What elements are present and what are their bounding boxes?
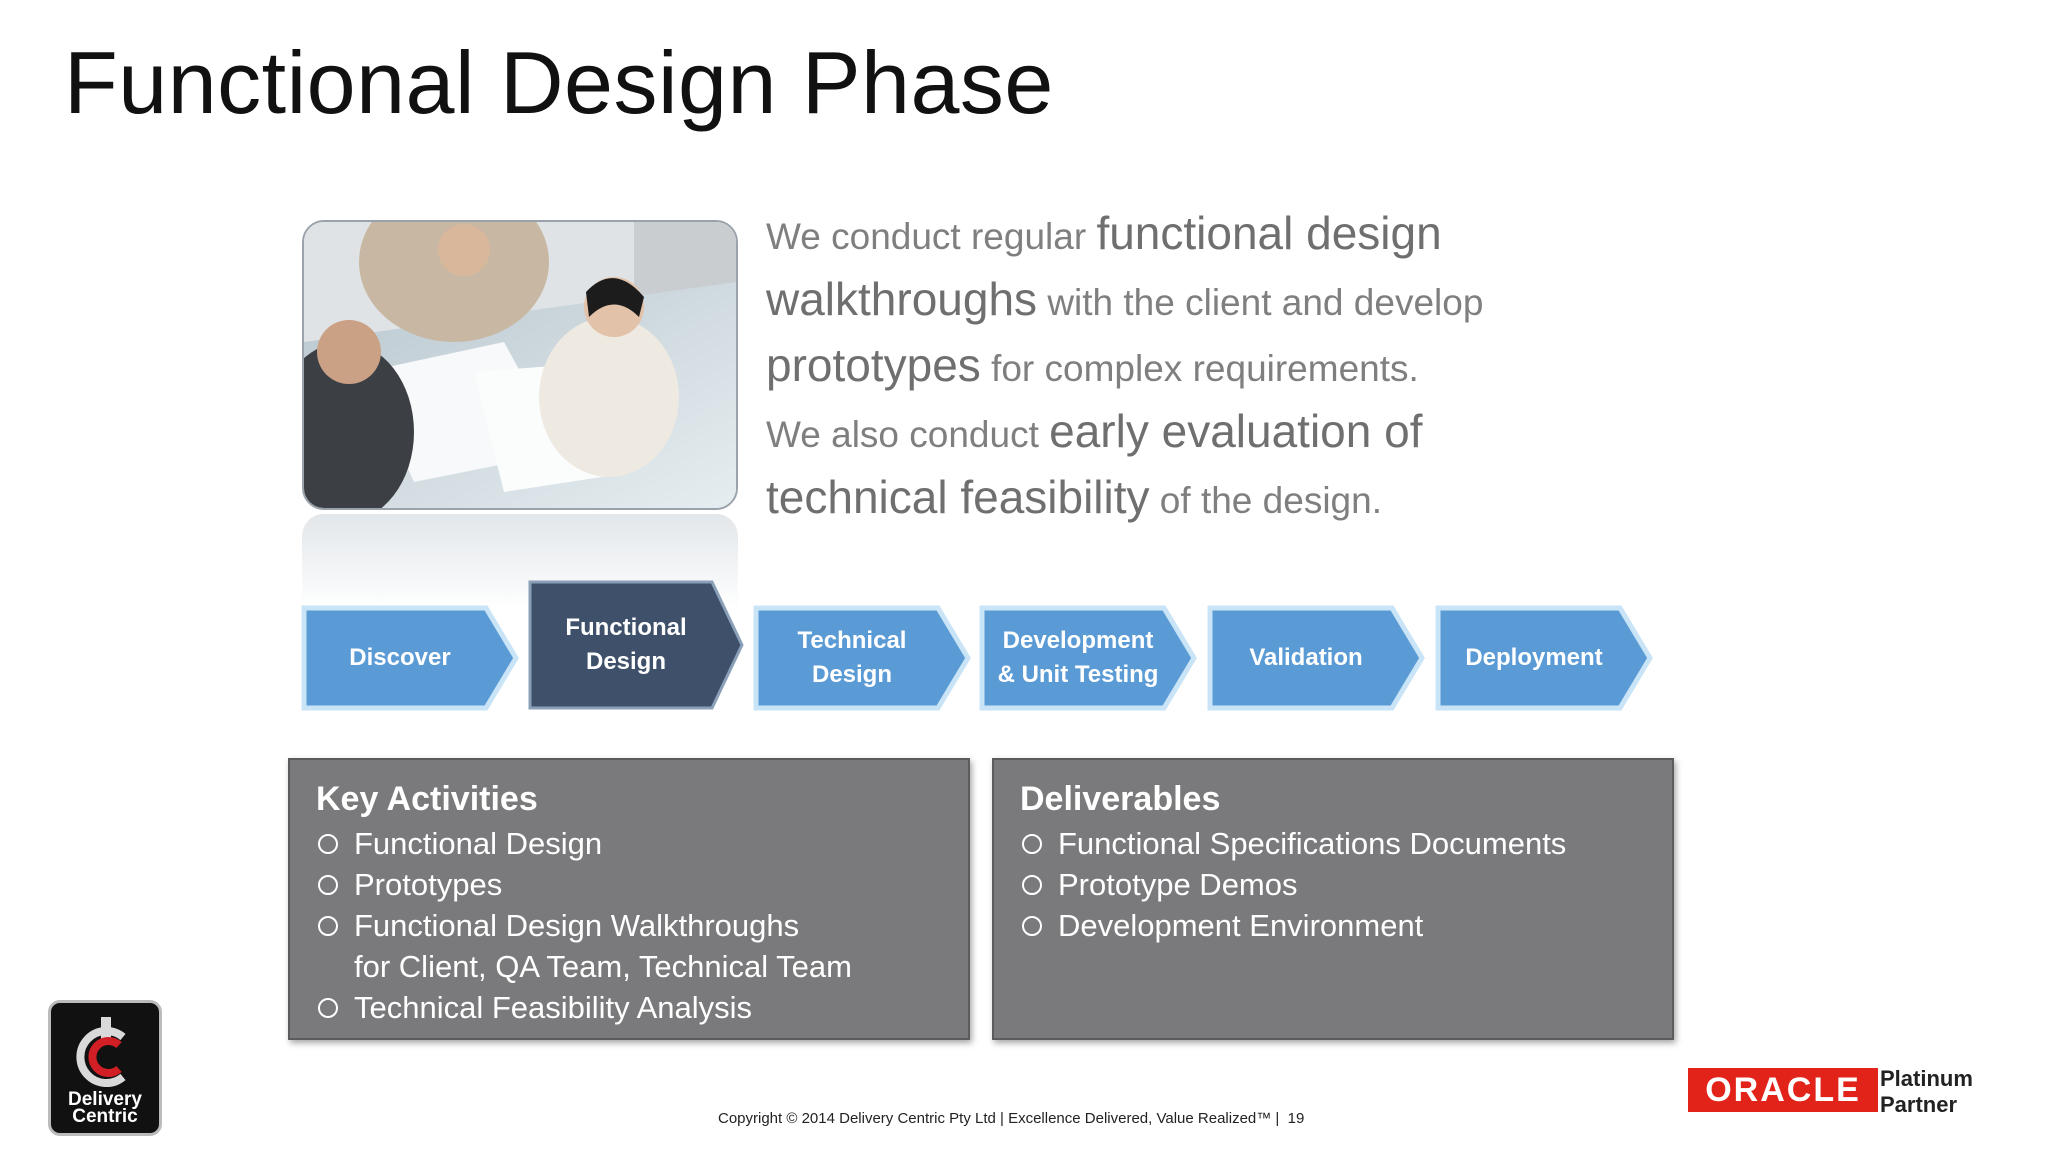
list-item: Functional Design Walkthroughs xyxy=(316,905,942,946)
meeting-photo xyxy=(302,220,738,510)
circle-bullet-icon xyxy=(1022,916,1042,936)
list-item-continuation: for Client, QA Team, Technical Team xyxy=(354,949,852,984)
list-item: Prototypes xyxy=(316,864,942,905)
step-deployment: Deployment xyxy=(1434,604,1654,712)
list-item: Functional Specifications Documents xyxy=(1020,823,1646,864)
circle-bullet-icon xyxy=(318,875,338,895)
step-development: Development& Unit Testing xyxy=(978,604,1198,712)
circle-bullet-icon xyxy=(1022,875,1042,895)
intro-text: We conduct regular functional design wal… xyxy=(766,207,1484,523)
list-item: Prototype Demos xyxy=(1020,864,1646,905)
oracle-logo: ORACLE xyxy=(1688,1068,1878,1112)
circle-bullet-icon xyxy=(318,834,338,854)
footer-copyright: Copyright © 2014 Delivery Centric Pty Lt… xyxy=(718,1110,1305,1127)
step-discover: Discover xyxy=(300,604,520,712)
key-activities-heading: Key Activities xyxy=(316,780,538,818)
circle-bullet-icon xyxy=(318,916,338,936)
step-validation: Validation xyxy=(1206,604,1426,712)
circle-bullet-icon xyxy=(1022,834,1042,854)
deliverables-panel: Deliverables Functional Specifications D… xyxy=(992,758,1674,1040)
slide-title: Functional Design Phase xyxy=(64,33,1054,132)
list-item: Technical Feasibility Analysis xyxy=(316,987,942,1028)
page-number: 19 xyxy=(1287,1110,1305,1127)
list-item: Functional Design xyxy=(316,823,942,864)
list-item: Development Environment xyxy=(1020,905,1646,946)
circle-bullet-icon xyxy=(318,998,338,1018)
dc-logo-icon xyxy=(76,1017,126,1087)
key-activities-panel: Key Activities Functional Design Prototy… xyxy=(288,758,970,1040)
deliverables-heading: Deliverables xyxy=(1020,780,1221,818)
